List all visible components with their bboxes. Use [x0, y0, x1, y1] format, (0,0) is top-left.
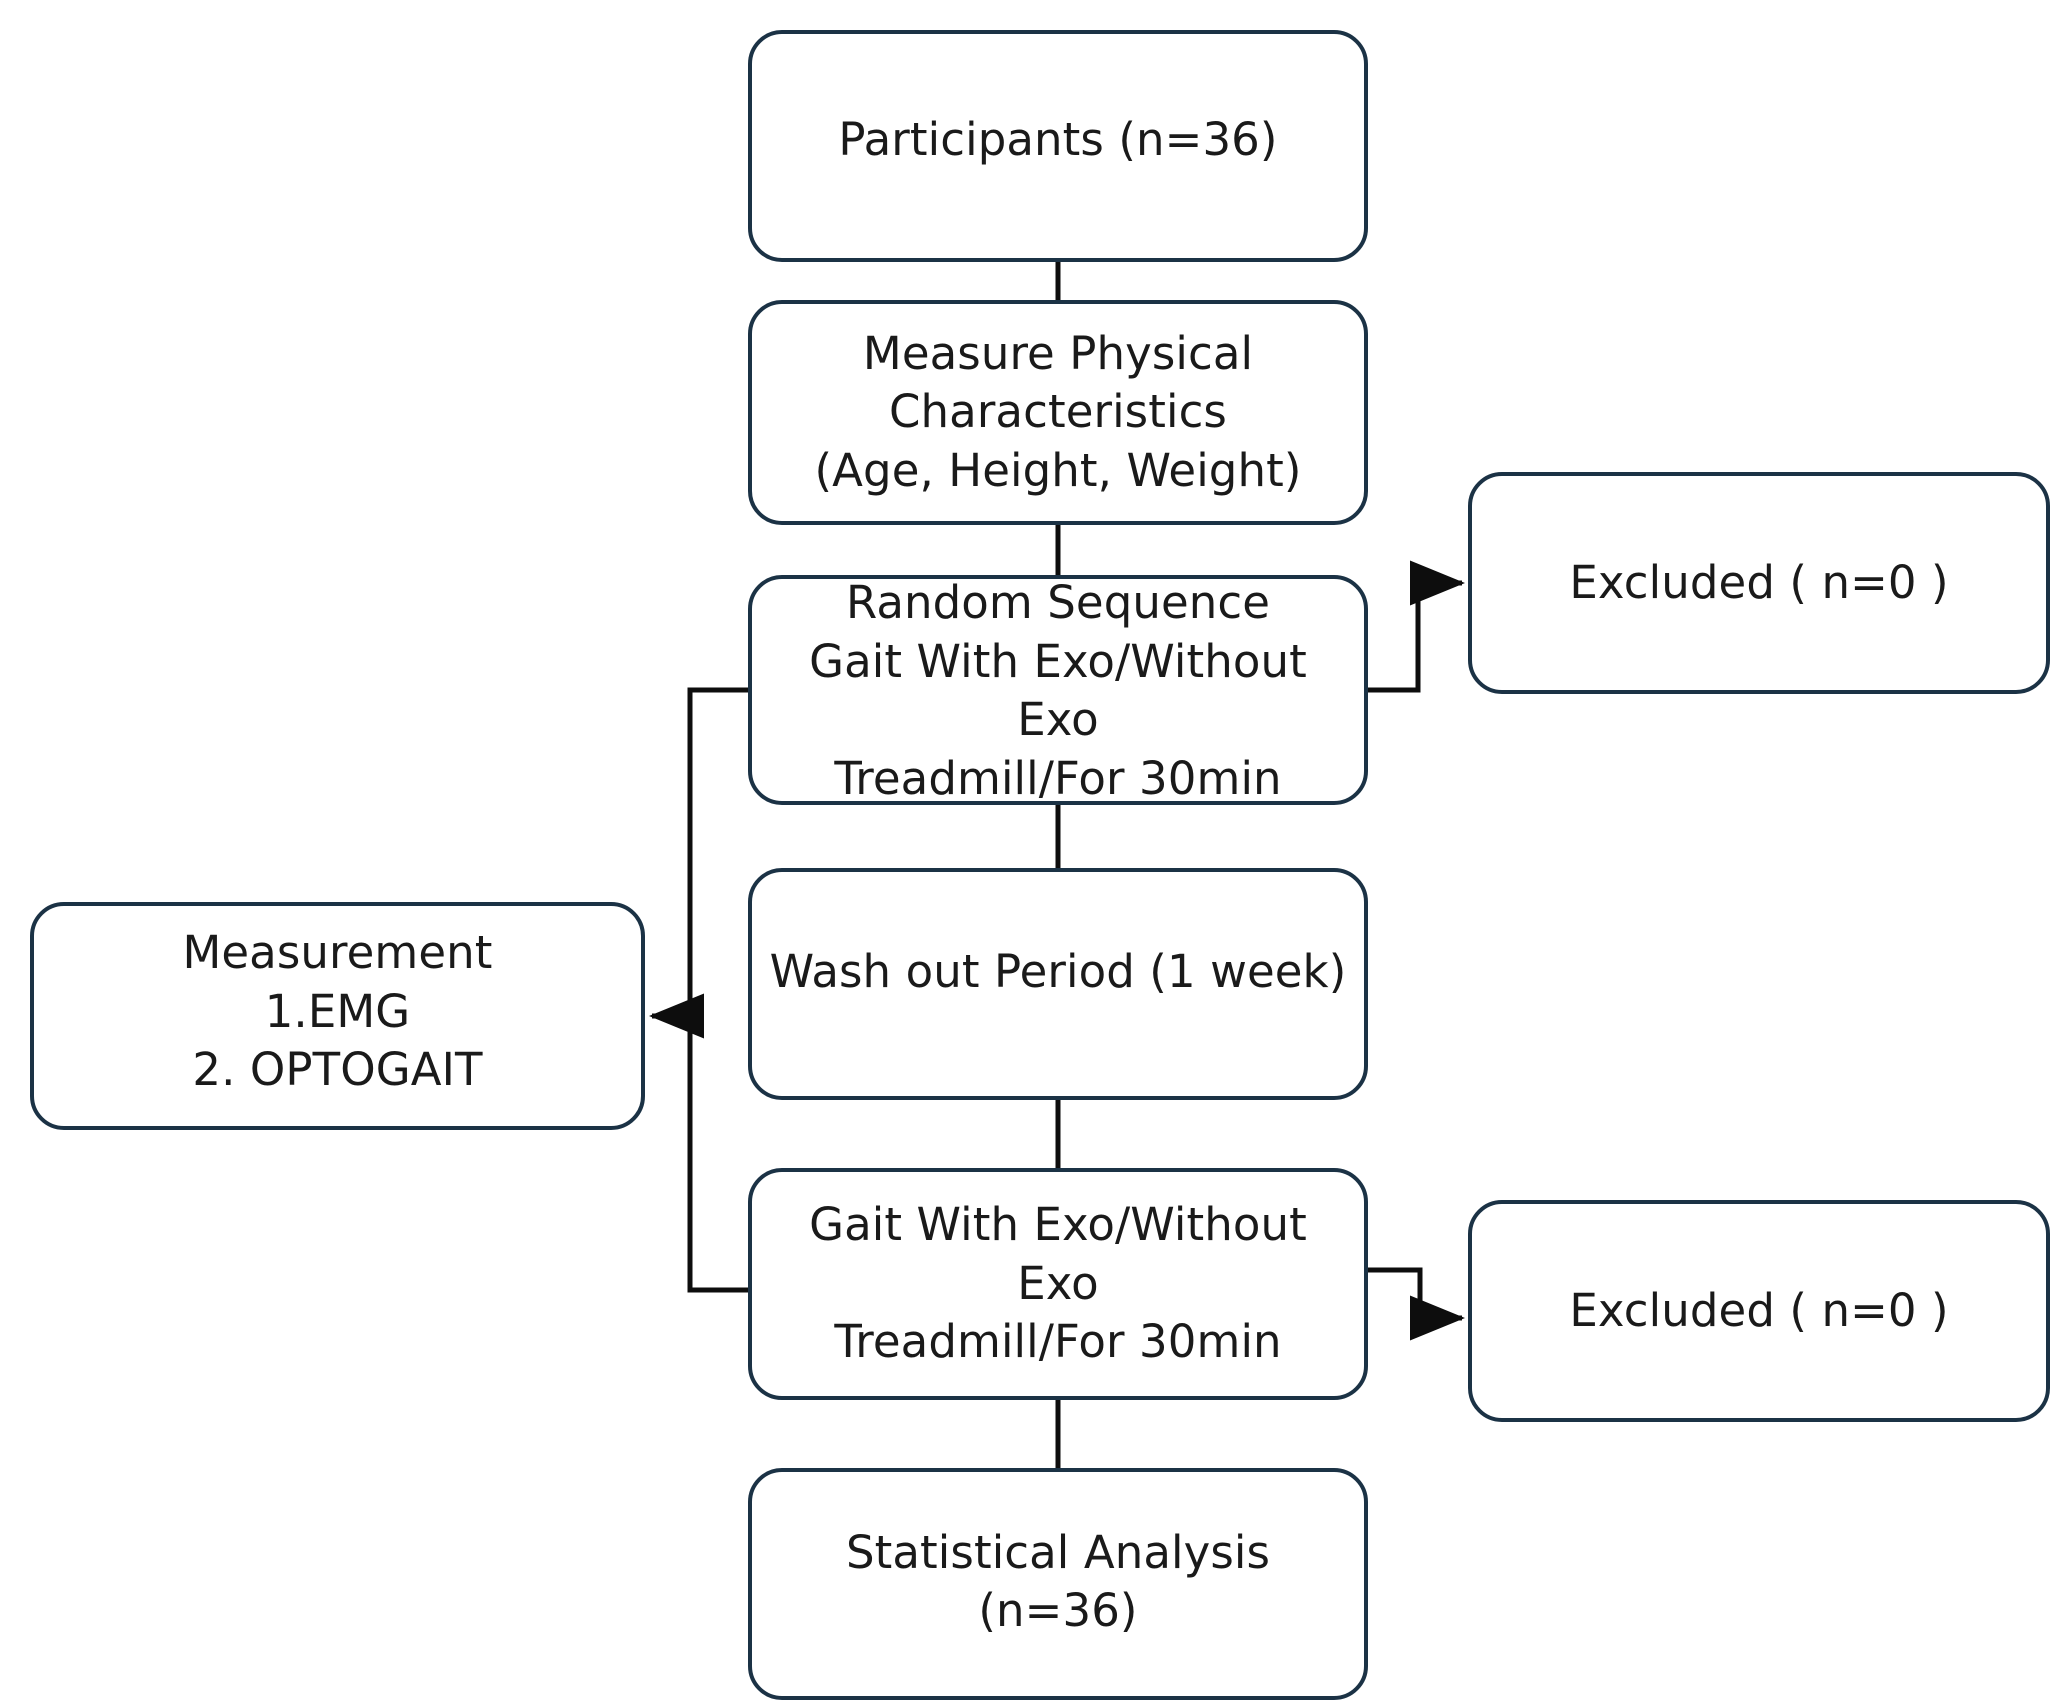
connector-gait2-to-excluded-second — [1368, 1267, 1466, 1341]
node-excluded-second-label: Excluded ( n=0 ) — [1569, 1283, 1949, 1337]
node-wash-out-period[interactable]: Wash out Period (1 week) — [748, 868, 1368, 1100]
node-statistical-analysis-label: Statistical Analysis (n=36) — [845, 1525, 1271, 1638]
node-participants-label: Participants (n=36) — [838, 112, 1278, 166]
node-wash-out-period-label: Wash out Period (1 week) — [769, 944, 1347, 998]
connector-random-to-excluded-first — [1368, 560, 1466, 693]
node-excluded-first[interactable]: Excluded ( n=0 ) — [1468, 472, 2050, 694]
node-participants[interactable]: Participants (n=36) — [748, 30, 1368, 262]
node-measure-physical-characteristics[interactable]: Measure Physical Characteristics (Age, H… — [748, 300, 1368, 525]
node-random-sequence[interactable]: Random Sequence Gait With Exo/Without Ex… — [748, 575, 1368, 805]
node-gait-second-session[interactable]: Gait With Exo/Without Exo Treadmill/For … — [748, 1168, 1368, 1400]
node-random-sequence-label: Random Sequence Gait With Exo/Without Ex… — [809, 576, 1307, 805]
node-measurement[interactable]: Measurement 1.EMG 2. OPTOGAIT — [30, 902, 645, 1130]
connector-branch-bracket — [687, 687, 748, 1293]
node-measure-physical-characteristics-label: Measure Physical Characteristics (Age, H… — [814, 326, 1302, 497]
node-measurement-label: Measurement 1.EMG 2. OPTOGAIT — [182, 926, 493, 1097]
node-excluded-second[interactable]: Excluded ( n=0 ) — [1468, 1200, 2050, 1422]
node-excluded-first-label: Excluded ( n=0 ) — [1569, 555, 1949, 609]
node-gait-second-session-label: Gait With Exo/Without Exo Treadmill/For … — [809, 1198, 1307, 1369]
node-statistical-analysis[interactable]: Statistical Analysis (n=36) — [748, 1468, 1368, 1700]
